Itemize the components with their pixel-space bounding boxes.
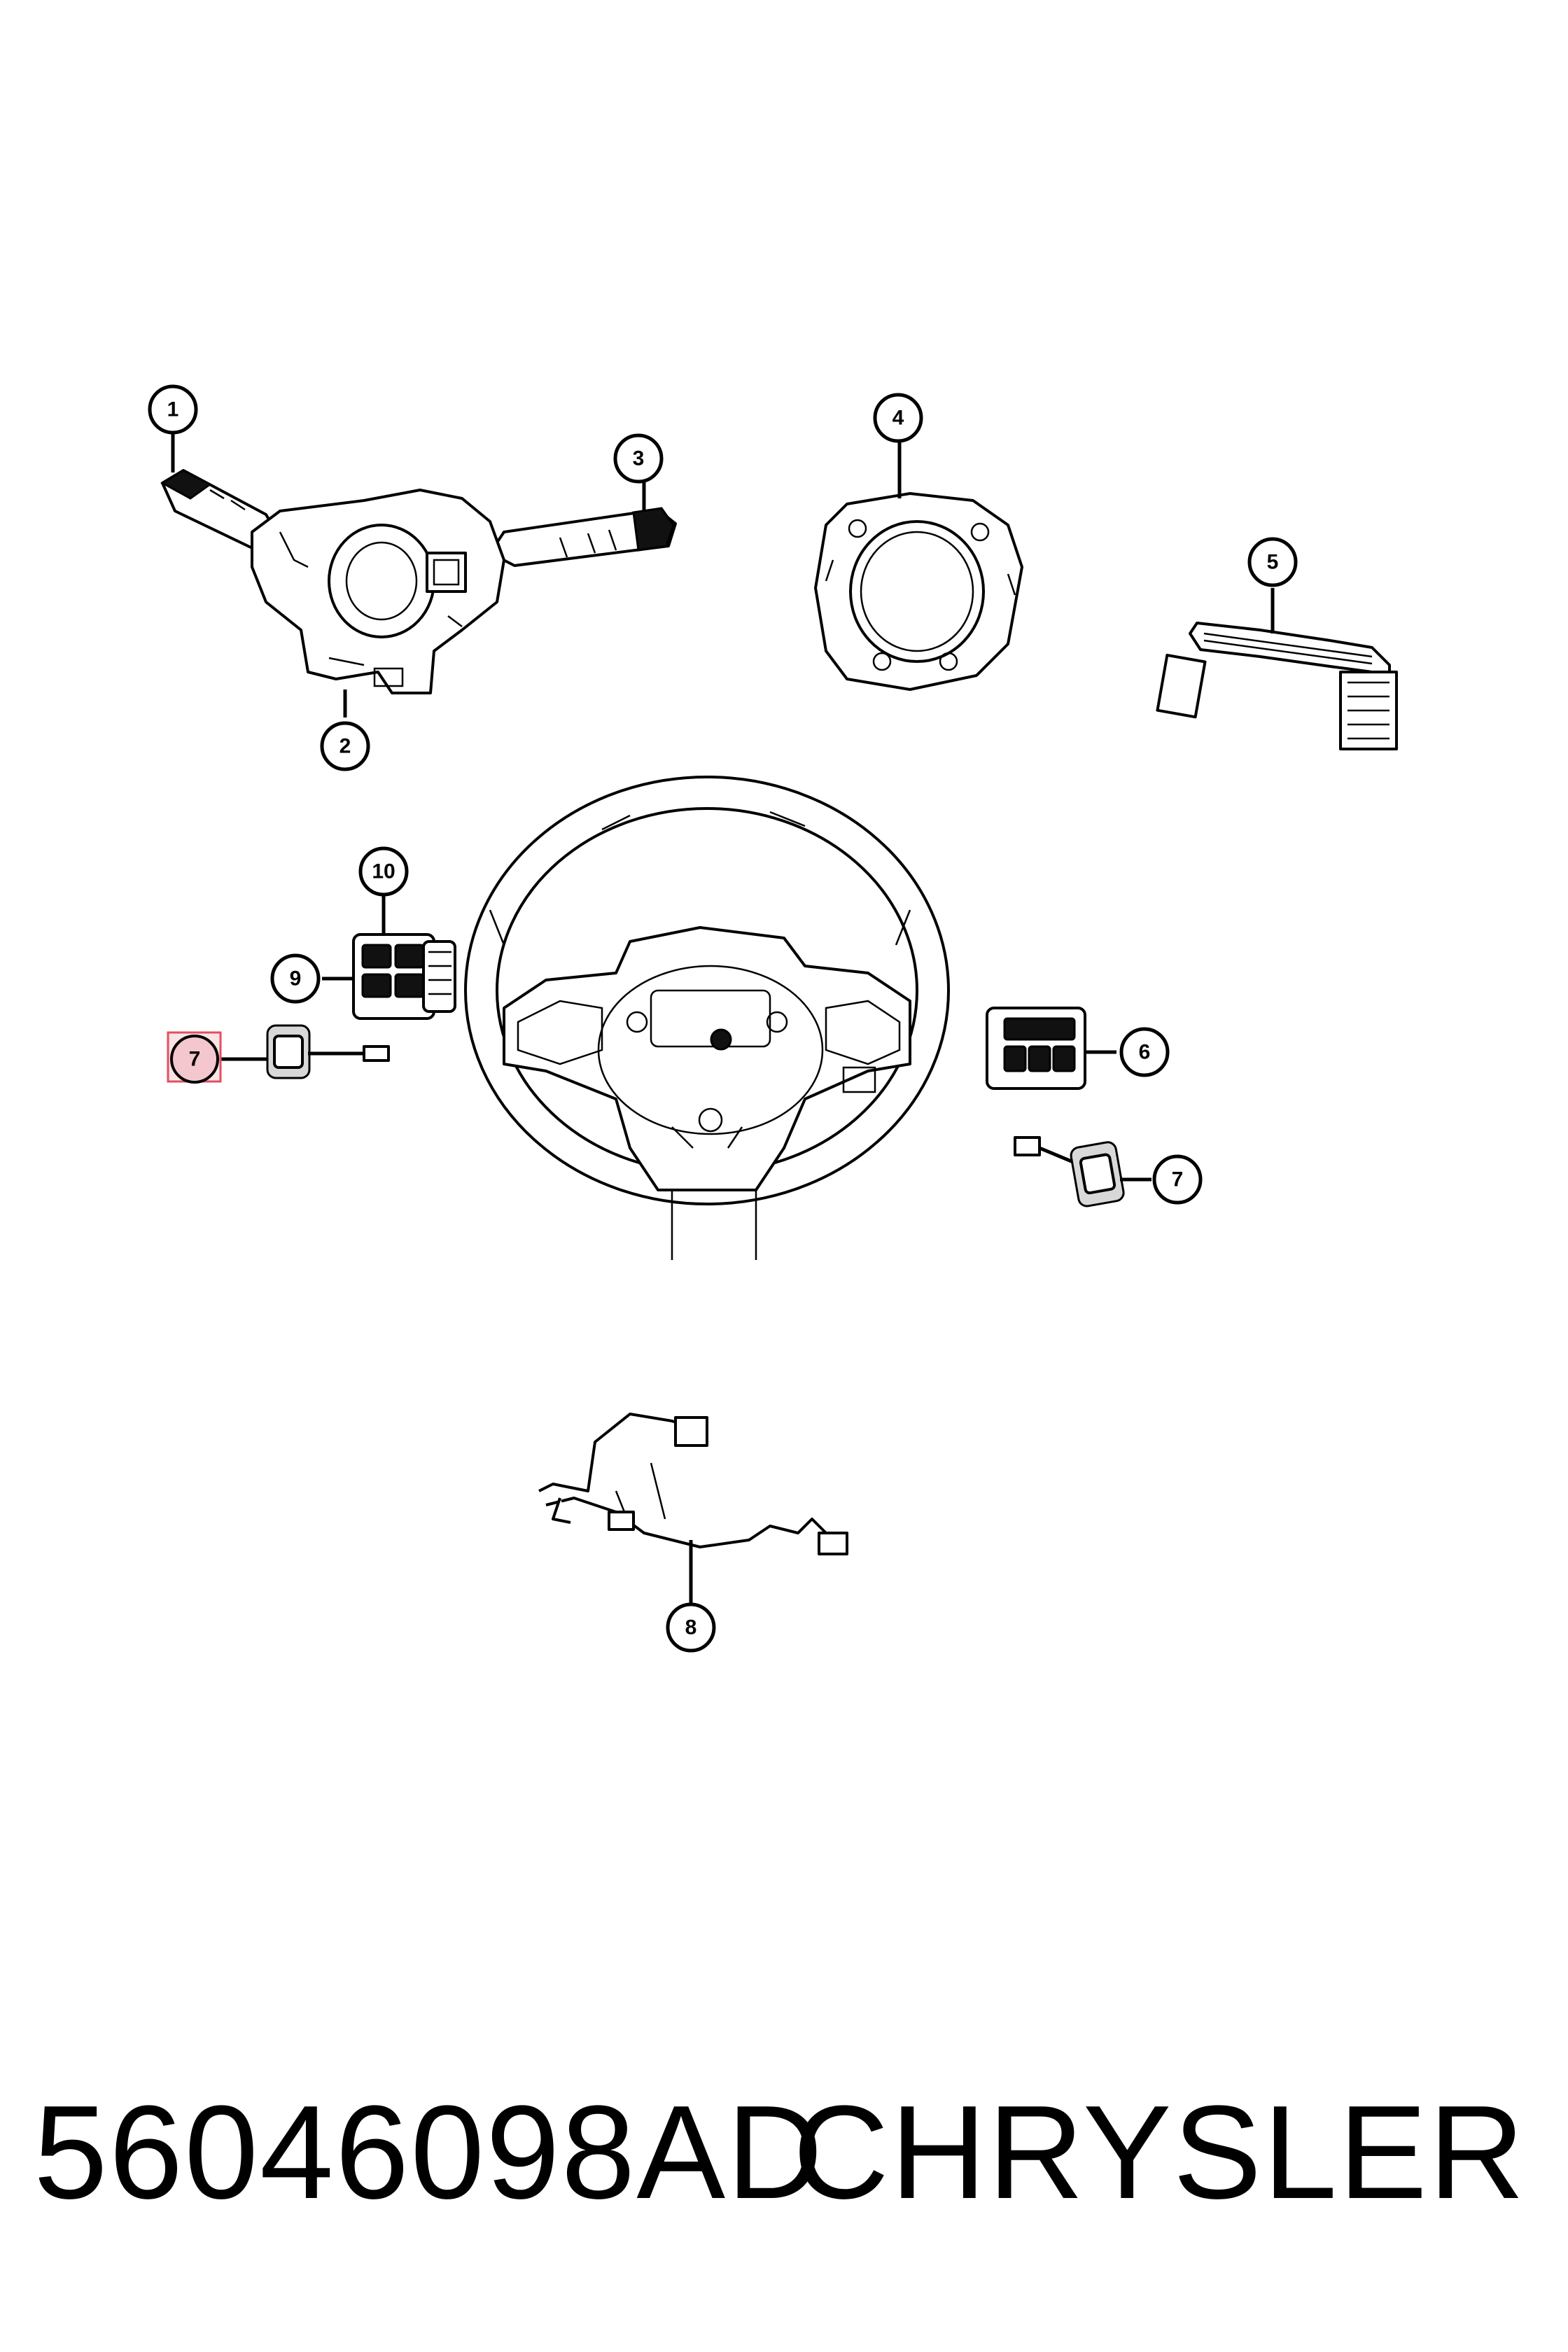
callout-2-label: 2 [340,735,351,758]
callout-8-label: 8 [685,1616,697,1639]
callout-3-label: 3 [633,447,645,470]
callout-7-left-label: 7 [189,1048,201,1071]
callout-9[interactable]: 9 [270,953,321,1004]
switch-with-pigtail-right [1014,1136,1125,1208]
right-switch-module [986,1007,1086,1090]
brand-name: CHRYSLER [792,2078,1526,2227]
callout-1[interactable]: 1 [148,384,198,435]
callout-10-label: 10 [372,860,395,883]
leader-lines [171,433,1275,1603]
callout-7-right[interactable]: 7 [1152,1154,1203,1205]
switch-with-pigtail-left [266,1024,390,1079]
multifunction-switch-assembly [160,469,677,694]
callout-7-left-highlighted[interactable]: 7 [167,1031,222,1084]
callout-5[interactable]: 5 [1247,537,1298,587]
part-number: 56046098AD [34,2078,825,2227]
callout-8[interactable]: 8 [666,1602,716,1653]
callout-4[interactable]: 4 [873,393,923,443]
callout-9-label: 9 [290,967,302,990]
callout-6[interactable]: 6 [1119,1027,1170,1077]
clockspring-ring [814,492,1023,691]
footer: 56046098AD CHRYSLER [0,2072,1568,2233]
callout-2[interactable]: 2 [320,721,370,771]
horn-wiring-harness [538,1413,848,1555]
callout-1-label: 1 [167,398,179,421]
left-switch-module [352,933,456,1020]
callout-6-label: 6 [1139,1041,1151,1064]
callout-3[interactable]: 3 [613,433,664,484]
steering-wheel [464,776,950,1260]
callout-7-right-label: 7 [1172,1168,1184,1191]
callout-4-label: 4 [892,407,904,430]
callout-10[interactable]: 10 [358,846,409,897]
wiring-jumper [1156,622,1398,750]
callout-5-label: 5 [1267,551,1279,574]
